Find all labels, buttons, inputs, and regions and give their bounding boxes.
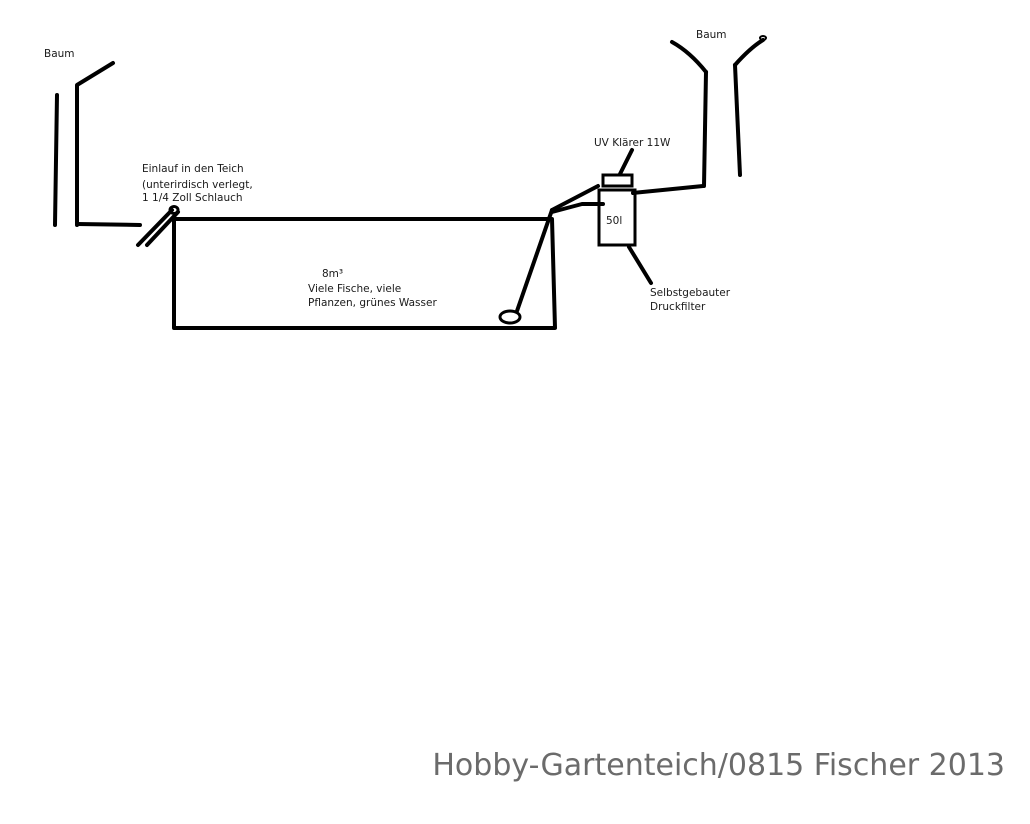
right-tree [670,35,767,188]
inlet-label: Einlauf in den Teich (unterirdisch verle… [142,163,256,204]
return-pipe [631,184,705,195]
uv-clarifier [601,173,634,188]
uv-leader [618,148,634,176]
pond-label: 8m³ Viele Fische, viele Pflanzen, grünes… [308,268,437,309]
filter-label: Selbstgebauter Druckfilter [650,287,733,313]
left-tree-label: Baum [44,48,75,60]
inlet-hose [75,205,180,247]
uv-label: UV Klärer 11W [594,137,671,149]
filter-leader [627,245,653,285]
pond-basin [172,217,557,330]
filter-tank [597,188,637,247]
pump-intake [498,184,605,325]
watermark: Hobby-Gartenteich/0815 Fischer 2013 [432,748,1005,783]
left-tree [53,61,115,227]
filter-volume-label: 50l [606,215,622,227]
right-tree-label: Baum [696,29,727,41]
